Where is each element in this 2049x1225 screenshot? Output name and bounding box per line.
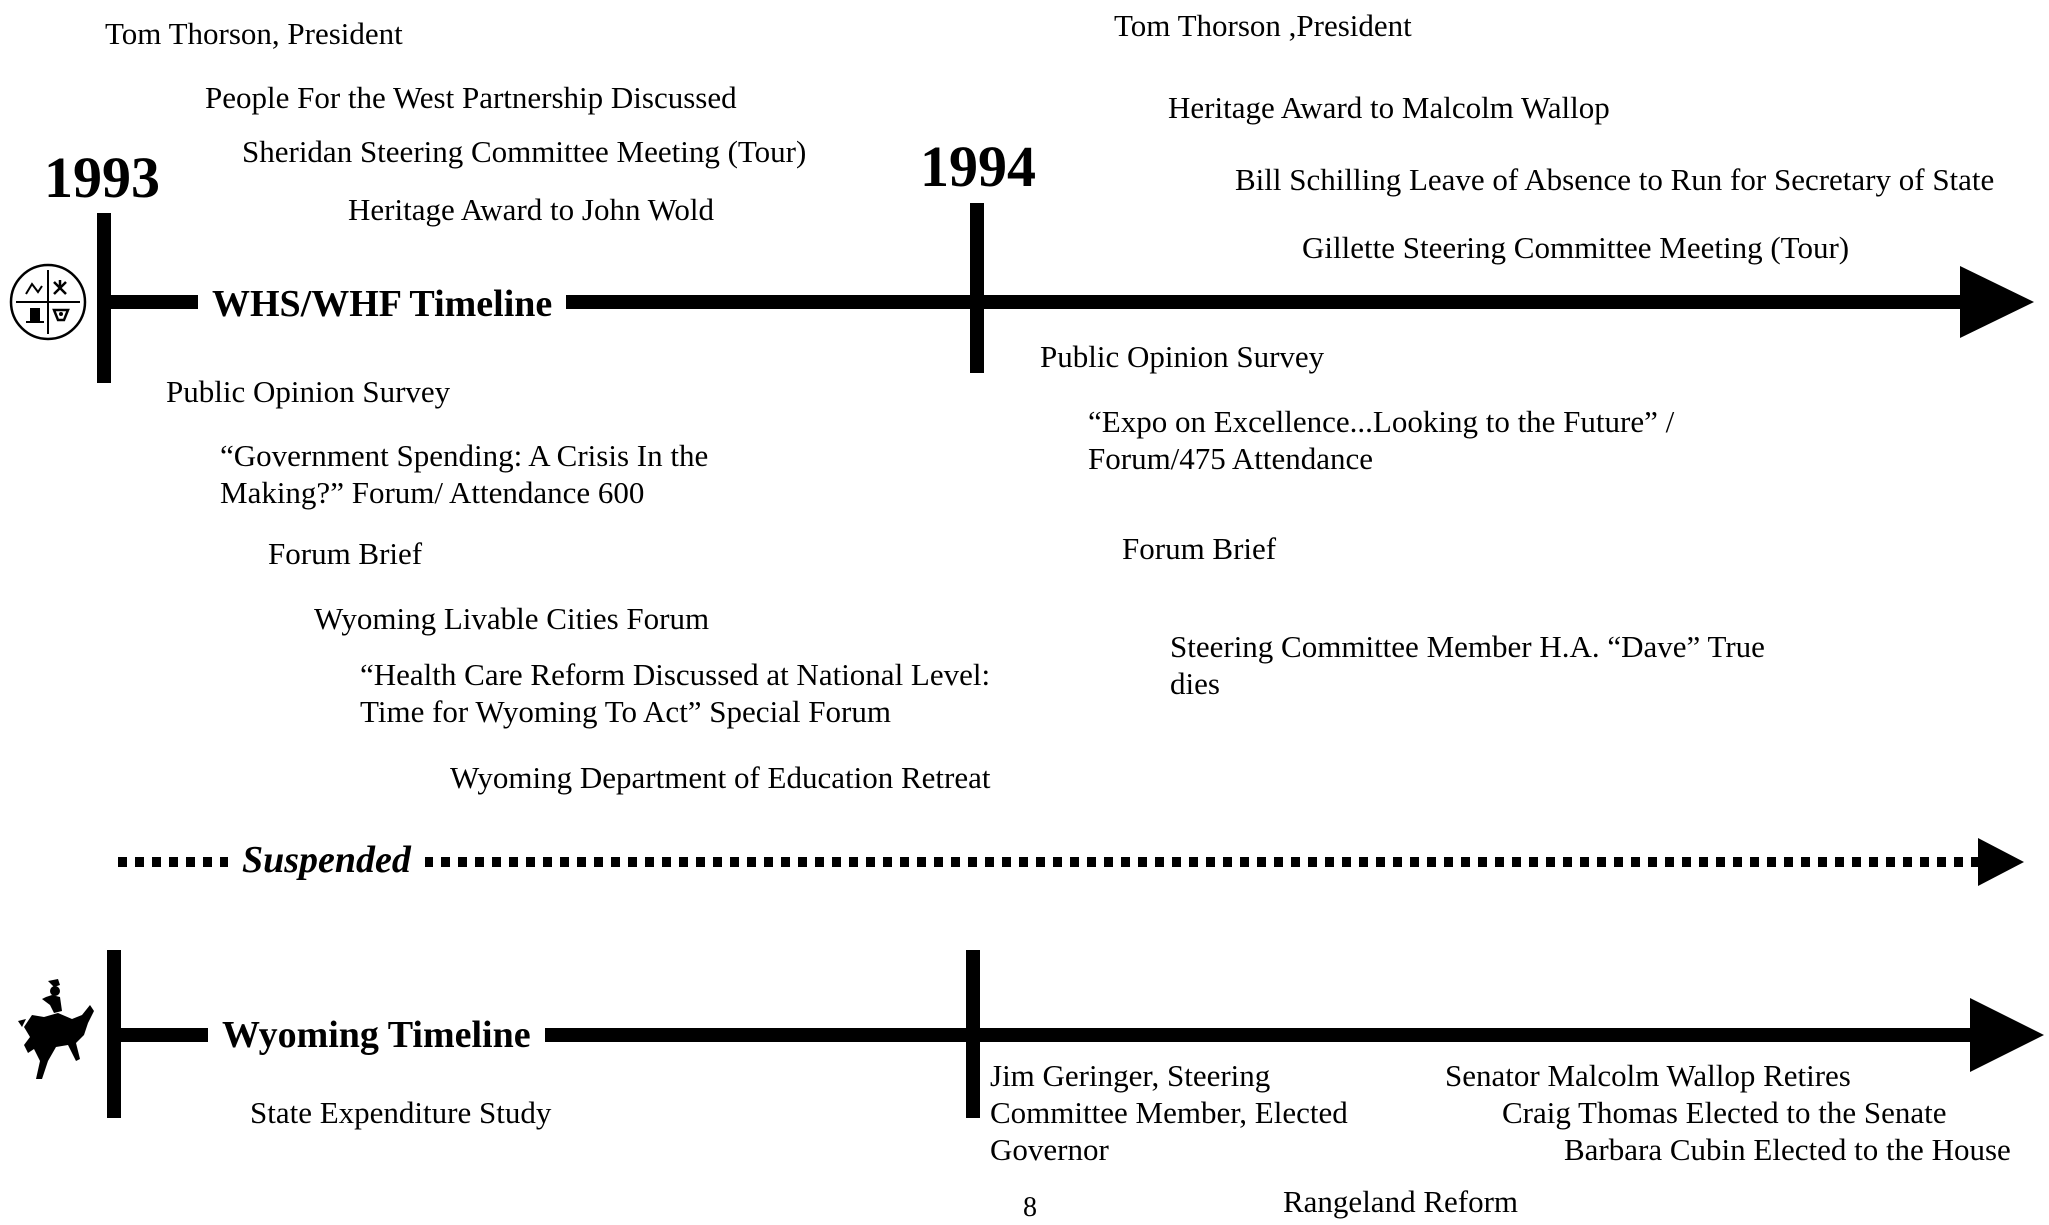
event-label: Tom Thorson ,President [1114,8,1412,43]
event-label: Tom Thorson, President [105,16,403,51]
event-label: State Expenditure Study [250,1095,552,1130]
event-label: Gillette Steering Committee Meeting (Tou… [1302,230,1850,265]
page-number: 8 [1023,1192,1037,1223]
wyoming-timeline-title: Wyoming Timeline [208,1013,545,1057]
event-label: Wyoming Department of Education Retreat [450,760,991,795]
event-label: “Health Care Reform Discussed at Nationa… [360,657,991,729]
event-label: Rangeland Reform [1283,1184,1519,1219]
event-label: Wyoming Livable Cities Forum [314,601,710,636]
event-label: “Expo on Excellence...Looking to the Fut… [1088,404,1675,476]
event-label: Public Opinion Survey [1040,339,1325,374]
event-label: Craig Thomas Elected to the Senate [1502,1095,1947,1130]
event-label: Heritage Award to John Wold [348,192,715,227]
event-label: People For the West Partnership Discusse… [205,80,737,115]
event-label: Heritage Award to Malcolm Wallop [1168,90,1610,125]
event-label: Sheridan Steering Committee Meeting (Tou… [242,134,807,169]
event-label: Steering Committee Member H.A. “Dave” Tr… [1170,629,1765,701]
wyoming-timeline-arrowhead [1970,998,2044,1072]
event-label: Public Opinion Survey [166,374,451,409]
whs-timeline-title: WHS/WHF Timeline [198,282,567,326]
event-label: Jim Geringer, Steering Committee Member,… [990,1058,1348,1167]
bucking-horse-rider-icon [18,979,94,1079]
year-1993-label: 1993 [44,145,160,210]
suspended-arrowhead [1978,838,2024,886]
event-label: Bill Schilling Leave of Absence to Run f… [1235,162,1995,197]
event-label: Senator Malcolm Wallop Retires [1445,1058,1851,1093]
suspended-label: Suspended [228,838,425,882]
event-label: “Government Spending: A Crisis In the Ma… [220,438,709,510]
year-1994-label: 1994 [920,134,1036,199]
event-label: Forum Brief [1122,531,1277,566]
whs-seal-icon [9,263,87,341]
event-label: Forum Brief [268,536,423,571]
whs-timeline-arrowhead [1960,266,2034,338]
event-label: Barbara Cubin Elected to the House [1564,1132,2011,1167]
